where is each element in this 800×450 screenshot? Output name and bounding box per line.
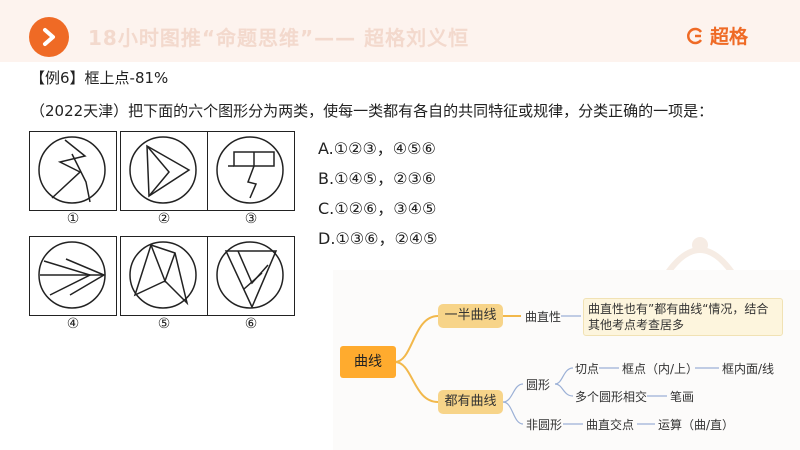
figure-5-frame (120, 236, 208, 316)
mindmap-frame-face-line: 框内面/线 (722, 362, 775, 376)
figure-2: ② (120, 131, 210, 231)
mindmap-center: 曲线 (340, 346, 396, 378)
option-a[interactable]: A.①②③，④⑤⑥ (318, 139, 436, 158)
figure-6-frame (207, 236, 295, 316)
mindmap-circle: 圆形 (526, 378, 551, 392)
figure-3-label: ③ (244, 211, 258, 227)
brand-logo: 超格 (686, 22, 748, 49)
mindmap-connectors (394, 315, 719, 425)
figure-4: ④ (29, 236, 119, 336)
figure-1: ① (29, 131, 119, 231)
figure-2-frame (120, 131, 208, 211)
figure-3: ③ (207, 131, 297, 231)
mindmap-note: 曲直性也有”都有曲线“情况，结合其他考点考查居多 (583, 298, 783, 336)
figure-2-label: ② (157, 211, 171, 227)
mindmap-stroke: 笔画 (670, 390, 695, 404)
mindmap-operation: 运算（曲/直） (658, 418, 735, 432)
mindmap-tangent-point: 切点 (575, 362, 600, 376)
mindmap-branch-half-curve: 一半曲线 (438, 304, 503, 328)
mindmap-non-circle: 非圆形 (526, 418, 563, 432)
figure-6: ⑥ (207, 236, 297, 336)
mindmap-multi-circle: 多个圆形相交 (575, 390, 648, 404)
question-text: （2022天津）把下面的六个图形分为两类，使每一类都有各自的共同特征或规律，分类… (30, 102, 714, 120)
figure-5: ⑤ (120, 236, 210, 336)
figure-3-frame (207, 131, 295, 211)
play-icon[interactable] (29, 17, 69, 57)
figure-5-label: ⑤ (157, 316, 171, 332)
figure-1-frame (29, 131, 117, 211)
mindmap-branch-has-curve: 都有曲线 (438, 390, 503, 414)
brand-icon (687, 27, 703, 44)
header-title: 18小时图推“命题思维”—— 超格刘义恒 (88, 26, 470, 50)
mindmap-curvature: 曲直性 (525, 310, 562, 324)
mindmap-curve-straight-point: 曲直交点 (586, 418, 635, 432)
mindmap-panel: 曲线 一半曲线 曲直性 曲直性也有”都有曲线“情况，结合其他考点考查居多 都有曲… (333, 270, 800, 450)
mindmap-frame-point: 框点（内/上） (622, 362, 699, 376)
figure-6-label: ⑥ (244, 316, 258, 332)
question-title: 【例6】框上点-81% (30, 69, 169, 87)
brand-name: 超格 (710, 26, 749, 48)
header-bar: 18小时图推“命题思维”—— 超格刘义恒 超格 (0, 0, 800, 62)
figure-1-label: ① (66, 211, 80, 227)
figure-4-frame (29, 236, 117, 316)
option-b[interactable]: B.①④⑤，②③⑥ (318, 169, 437, 188)
figure-4-label: ④ (66, 316, 80, 332)
option-d[interactable]: D.①③⑥，②④⑤ (318, 229, 438, 248)
option-c[interactable]: C.①②⑥，③④⑤ (318, 199, 437, 218)
